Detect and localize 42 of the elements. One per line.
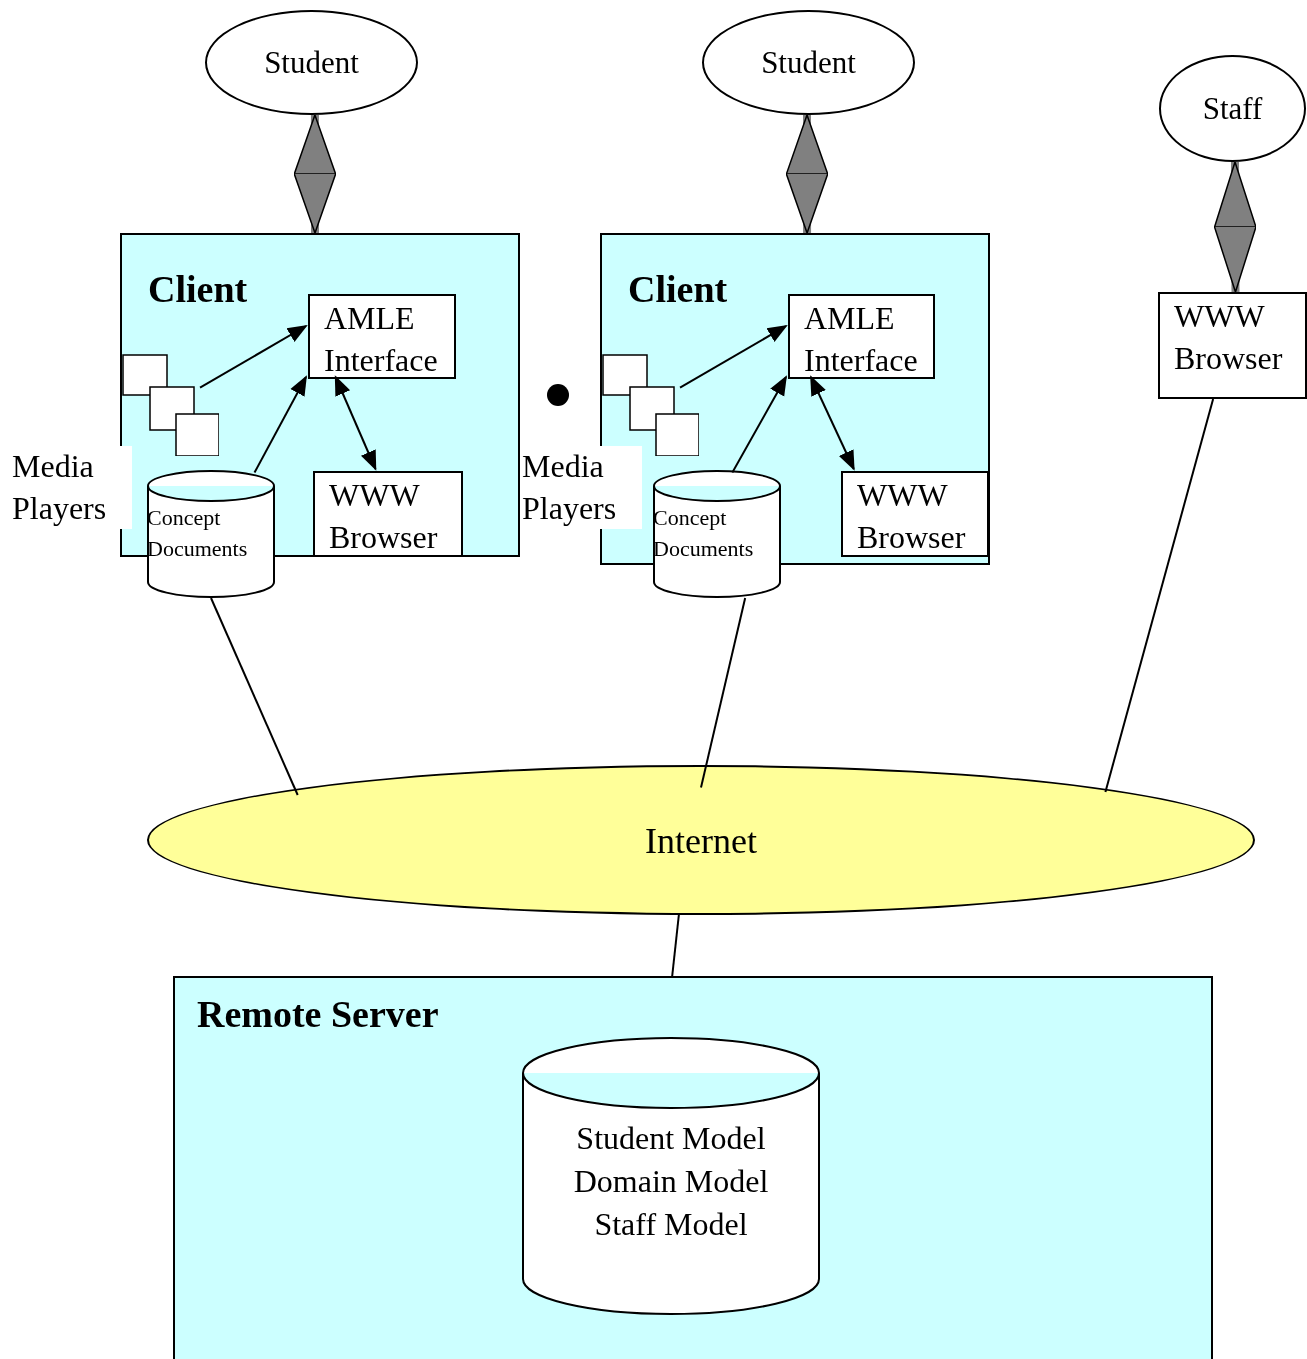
- panel-title: Client: [628, 267, 728, 311]
- connector-line: [210, 597, 299, 796]
- arrow: [810, 375, 855, 471]
- ellipse-label: Internet: [644, 819, 758, 862]
- box-label: AMLE Interface: [804, 299, 919, 380]
- client-panel: [120, 233, 520, 557]
- connector-line: [1104, 398, 1215, 793]
- arrow: [334, 375, 377, 471]
- component-box: [788, 294, 935, 379]
- media-player-stack: [122, 354, 219, 456]
- box-label: AMLE Interface: [324, 299, 439, 380]
- diamond-connector: [293, 114, 337, 234]
- ellipse-label: Staff: [1201, 91, 1264, 128]
- database-cylinder: [653, 470, 781, 598]
- side-label: Media Players: [10, 446, 132, 530]
- diamond-connector: [785, 114, 829, 234]
- side-label: Media Players: [520, 446, 642, 530]
- database-cylinder: [147, 470, 275, 598]
- panel-title: Client: [148, 267, 248, 311]
- cylinder-label: Concept Documents: [147, 504, 249, 563]
- box-label: WWW Browser: [857, 476, 967, 557]
- panel-title: Remote Server: [197, 992, 439, 1036]
- server-panel: [173, 976, 1213, 1359]
- arrow: [731, 375, 787, 474]
- connector-line: [700, 597, 747, 789]
- box-label: WWW Browser: [329, 476, 439, 557]
- cylinder-label: Student Model Domain Model Staff Model: [572, 1119, 770, 1245]
- arrow: [679, 325, 788, 389]
- component-box: [1158, 292, 1307, 399]
- arrow: [253, 375, 307, 474]
- component-box: [313, 471, 463, 557]
- component-box: [308, 294, 456, 379]
- ellipse-label: Student: [263, 45, 360, 82]
- component-box: [841, 471, 989, 557]
- box-label: WWW Browser: [1174, 297, 1284, 378]
- connector-line: [671, 914, 680, 977]
- database-cylinder: [522, 1037, 820, 1315]
- diamond-connector: [1213, 161, 1257, 293]
- cylinder-label: Concept Documents: [653, 504, 755, 563]
- media-player-stack: [602, 354, 699, 456]
- arrow: [199, 325, 308, 389]
- ellipse-label: Student: [760, 45, 857, 82]
